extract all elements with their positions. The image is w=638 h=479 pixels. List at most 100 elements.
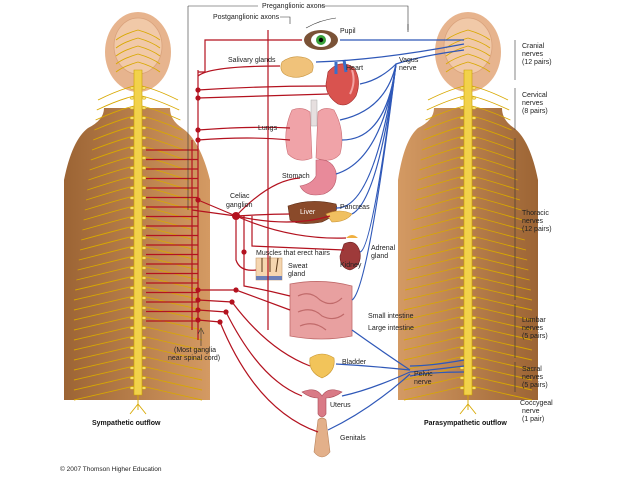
nerve-root — [141, 116, 147, 120]
nerve-root — [129, 276, 135, 280]
nerve-root — [471, 376, 477, 380]
nerve-root — [141, 86, 147, 90]
label-most-ganglia-2: near spinal cord) — [168, 355, 220, 362]
nerve-root — [471, 226, 477, 230]
nerve-root — [141, 146, 147, 150]
nerve-root — [141, 316, 147, 320]
nerve-root — [129, 176, 135, 180]
nerve-root — [141, 176, 147, 180]
ganglion-dot — [195, 197, 201, 203]
nerve-root — [129, 106, 135, 110]
nerve-root — [471, 116, 477, 120]
intestines-icon — [289, 281, 353, 340]
nerve-root — [459, 226, 465, 230]
label-large-intestine: Large intestine — [368, 325, 414, 332]
nerve-root — [459, 266, 465, 270]
cranial-nerve — [467, 29, 491, 41]
cranial-nerve — [115, 37, 139, 49]
label-celiac-1: Celiac — [230, 193, 250, 200]
lumbar-line-1: Lumbar — [522, 317, 546, 324]
nerve-root — [129, 206, 135, 210]
ganglion-dot — [229, 299, 235, 305]
right-spinal-cord — [463, 69, 473, 396]
label-sweat-1: Sweat — [288, 263, 308, 270]
label-adrenal-1: Adrenal — [371, 245, 396, 252]
heart-icon — [325, 59, 359, 106]
label-sweat-2: gland — [288, 271, 305, 278]
nerve-root — [471, 196, 477, 200]
nerve-root — [129, 326, 135, 330]
nerve-root — [141, 286, 147, 290]
coccygeal-line-1: Coccygeal — [520, 400, 553, 407]
cranial-nerve — [445, 29, 469, 41]
label-kidney: Kidney — [340, 262, 362, 269]
cervical-line-3: (8 pairs) — [522, 108, 548, 115]
nerve-root — [129, 286, 135, 290]
nerve-root — [459, 166, 465, 170]
nerve-root — [471, 216, 477, 220]
ganglion-dot — [195, 137, 201, 143]
nerve-root — [471, 146, 477, 150]
nerve-root — [459, 216, 465, 220]
cranial-nerve — [467, 45, 491, 57]
cervical-line-1: Cervical — [522, 92, 548, 99]
nerve-root — [129, 96, 135, 100]
nerve-root — [471, 246, 477, 250]
label-vagus-2: nerve — [399, 65, 417, 72]
label-uterus: Uterus — [330, 402, 351, 409]
nerve-root — [459, 146, 465, 150]
label-muscles: Muscles that erect hairs — [256, 250, 330, 257]
label-celiac-2: ganglion — [226, 202, 253, 209]
nerve-root — [129, 196, 135, 200]
cranial-nerve — [137, 53, 161, 65]
label-lungs: Lungs — [258, 125, 278, 132]
nerve-root — [459, 86, 465, 90]
nerve-root — [471, 316, 477, 320]
nerve-root — [459, 356, 465, 360]
cranial-nerve — [467, 53, 491, 65]
adrenal-gland-icon — [346, 235, 358, 238]
sympathetic-figure — [64, 12, 210, 415]
nerve-root — [471, 326, 477, 330]
nerve-root — [459, 286, 465, 290]
label-pancreas: Pancreas — [340, 204, 370, 211]
label-pupil: Pupil — [340, 28, 356, 35]
nerve-root — [459, 206, 465, 210]
sacral-line-1: Sacral — [522, 366, 542, 373]
nerve-root — [141, 336, 147, 340]
nerve-root — [459, 96, 465, 100]
nerve-root — [129, 156, 135, 160]
nerve-root — [459, 136, 465, 140]
cranial-nerve — [115, 53, 139, 65]
nerve-root — [129, 126, 135, 130]
label-parasympathetic-outflow: Parasympathetic outflow — [424, 420, 507, 427]
nerve-root — [141, 296, 147, 300]
cranial-nerve — [115, 61, 139, 73]
nerve-root — [471, 136, 477, 140]
cauda-equina — [129, 395, 147, 415]
nerve-group-labels: Cranial nerves (12 pairs) Cervical nerve… — [520, 43, 553, 423]
cranial-line-1: Cranial — [522, 43, 545, 50]
uterus-icon — [301, 389, 343, 418]
label-most-ganglia-1: (Most ganglia — [174, 347, 216, 354]
nerve-root — [459, 336, 465, 340]
nerve-root — [141, 186, 147, 190]
sympathetic-pathways — [146, 30, 347, 433]
ganglion-dot — [195, 297, 201, 303]
nerve-root — [459, 386, 465, 390]
sacral-line-3: (5 pairs) — [522, 382, 548, 389]
cranial-nerve — [137, 29, 161, 41]
ganglion-dot — [195, 287, 201, 293]
bladder-icon — [309, 353, 335, 379]
nerve-root — [471, 96, 477, 100]
nerve-root — [471, 366, 477, 370]
lumbar-line-2: nerves — [522, 325, 544, 332]
nerve-root — [459, 106, 465, 110]
nerve-root — [471, 126, 477, 130]
nerve-root — [471, 166, 477, 170]
cauda-equina — [459, 395, 477, 415]
label-pelvic-2: nerve — [414, 379, 432, 386]
label-connectors — [187, 5, 409, 346]
nerve-root — [471, 276, 477, 280]
nerve-root — [129, 136, 135, 140]
